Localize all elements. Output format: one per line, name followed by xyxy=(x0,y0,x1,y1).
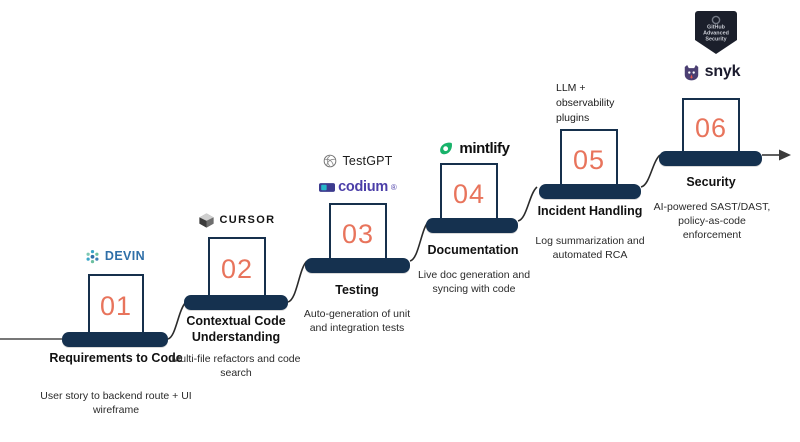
step-number-01: 01 xyxy=(99,290,133,321)
mintlify-icon xyxy=(440,142,453,154)
step-number-05: 05 xyxy=(572,144,606,175)
step-number-06: 06 xyxy=(694,113,728,143)
step-description-04: Live doc generation and syncing with cod… xyxy=(417,269,531,296)
step-bar-02 xyxy=(184,295,288,310)
step-description-02: Multi-file refactors and code search xyxy=(171,353,301,380)
devin-logo-label: DEVIN xyxy=(104,249,146,263)
step-title-04: Documentation xyxy=(427,243,519,257)
step-title-01: Requirements to Code xyxy=(49,351,183,365)
step-bar-05 xyxy=(539,184,641,199)
step-description-05: Log summarization and automated RCA xyxy=(535,235,645,262)
step-number-02: 02 xyxy=(220,253,254,284)
mintlify-logo: mintlify xyxy=(430,137,518,159)
snyk-icon xyxy=(684,64,698,80)
step-bar-04 xyxy=(426,218,518,233)
step-bar-01 xyxy=(62,332,168,347)
svg-text:Security: Security xyxy=(705,37,726,43)
svg-text:Advanced: Advanced xyxy=(703,31,729,37)
step-bar-03 xyxy=(305,258,410,273)
svg-text:GitHub: GitHub xyxy=(707,25,726,31)
mintlify-logo-label: mintlify xyxy=(459,139,510,157)
testgpt-logo: TestGPT xyxy=(318,152,398,170)
testgpt-icon xyxy=(324,154,337,168)
step-bar-06 xyxy=(659,151,762,166)
codium-icon xyxy=(319,182,336,192)
step-number-bracket-06: 06 xyxy=(682,98,740,155)
cursor-icon xyxy=(199,212,215,228)
codium-trademark-icon: ® xyxy=(390,182,397,192)
codium-logo-label: codium xyxy=(338,179,388,195)
step-note-05: LLM + observability plugins xyxy=(556,82,615,125)
step-number-bracket-05: 05 xyxy=(560,129,618,187)
step-description-03: Auto-generation of unit and integration … xyxy=(303,308,411,335)
github-advanced-security-badge: GitHub Advanced Security xyxy=(690,6,742,58)
step-number-04: 04 xyxy=(452,178,486,209)
step-number-bracket-02: 02 xyxy=(208,237,266,297)
step-title-05: Incident Handling xyxy=(537,204,643,218)
codium-logo: codium ® xyxy=(318,177,398,197)
cursor-logo-label: CURSOR xyxy=(219,214,276,226)
snyk-logo-label: snyk xyxy=(704,63,741,80)
step-description-06: AI-powered SAST/DAST, policy-as-code enf… xyxy=(653,201,771,242)
testgpt-logo-label: TestGPT xyxy=(342,154,393,168)
github-advanced-security-icon: GitHub Advanced Security xyxy=(695,11,737,54)
step-number-bracket-01: 01 xyxy=(88,274,144,334)
devin-logo: DEVIN xyxy=(84,246,146,266)
step-number-bracket-03: 03 xyxy=(329,203,387,261)
snyk-logo: snyk xyxy=(676,60,746,84)
devin-icon xyxy=(86,249,99,263)
step-number-03: 03 xyxy=(341,218,375,249)
step-title-06: Security xyxy=(686,175,736,189)
step-description-01: User story to backend route + UI wirefra… xyxy=(40,390,192,417)
step-title-02: Contextual Code Understanding xyxy=(186,314,286,344)
step-title-03: Testing xyxy=(335,283,379,297)
cursor-logo: CURSOR xyxy=(198,210,276,230)
step-number-bracket-04: 04 xyxy=(440,163,498,221)
